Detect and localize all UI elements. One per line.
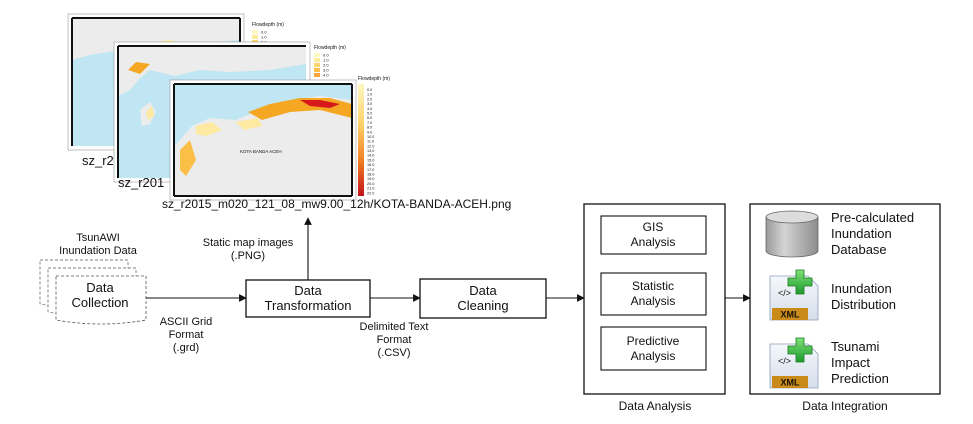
map-front-caption: sz_r2015_m020_121_08_mw9.00_12h/KOTA-BAN…	[162, 197, 511, 211]
svg-text:Pre-calculated: Pre-calculated	[831, 210, 914, 225]
data-cleaning-box: Data Cleaning	[419, 278, 547, 319]
source-subtitle: Inundation Data	[59, 245, 138, 257]
map-stack: Flowdepth (m) 0.0 1.0 2.0 sz_r20 Flowdep…	[67, 13, 511, 211]
source-data: TsunAWI Inundation Data Data Collection	[39, 232, 147, 325]
svg-text:Prediction: Prediction	[831, 371, 889, 386]
legend-value: 4.0	[323, 73, 329, 78]
map-back-legend: Flowdepth (m) 0.0 1.0 2.0	[252, 22, 284, 45]
svg-text:(.grd): (.grd)	[173, 342, 199, 354]
statistic-analysis-box: Statistic Analysis	[600, 272, 707, 316]
svg-text:Analysis: Analysis	[631, 294, 676, 308]
impact-label: Tsunami Impact Prediction	[831, 339, 889, 386]
svg-text:Format: Format	[377, 334, 412, 346]
data-analysis-panel: GIS Analysis Statistic Analysis Predicti…	[583, 203, 726, 413]
legend-value: 22.0	[367, 191, 374, 195]
xml-badge: XML	[781, 310, 801, 320]
legend-value: 17.0	[367, 168, 374, 172]
svg-text:Analysis: Analysis	[631, 235, 676, 249]
data-transformation-box: Data Transformation	[245, 279, 371, 318]
svg-text:Inundation: Inundation	[831, 226, 892, 241]
database-icon	[765, 210, 819, 258]
legend-value: 0.0	[367, 88, 372, 92]
map-place-label: KOTA BANDA ACEH	[240, 149, 282, 154]
legend-value: 19.0	[367, 177, 374, 181]
edge-label-png: Static map images (.PNG)	[203, 237, 294, 262]
map-front-legend: Flowdepth (m) 0.01.02.03.04.05.06.07.08.…	[358, 76, 390, 196]
map-mid-caption: sz_r201	[118, 175, 164, 190]
legend-value: 0.0	[261, 30, 267, 35]
svg-text:Tsunami: Tsunami	[831, 339, 880, 354]
svg-text:Analysis: Analysis	[631, 349, 676, 363]
map-front: KOTA BANDA ACEH Flowdepth (m) 0.01.02.03…	[162, 76, 511, 211]
legend-value: 0.0	[323, 53, 329, 58]
data-analysis-title: Data Analysis	[619, 399, 692, 413]
xml-file-icon: </> XML	[769, 269, 819, 321]
legend-value: 13.0	[367, 149, 374, 153]
svg-text:Distribution: Distribution	[831, 297, 896, 312]
legend-value: 1.0	[261, 35, 267, 40]
svg-text:Database: Database	[831, 242, 887, 257]
svg-text:Data: Data	[469, 283, 497, 298]
database-label: Pre-calculated Inundation Database	[831, 210, 914, 257]
legend-title: Flowdepth (m)	[314, 45, 346, 51]
svg-text:ASCII Grid: ASCII Grid	[160, 316, 213, 328]
svg-text:GIS: GIS	[643, 220, 664, 234]
edge-label-grd: ASCII Grid Format (.grd)	[160, 316, 213, 354]
legend-value: 12.0	[367, 144, 374, 148]
legend-value: 1.0	[367, 93, 372, 97]
source-title: TsunAWI	[76, 232, 120, 244]
legend-value: 20.0	[367, 182, 374, 186]
svg-text:Delimited Text: Delimited Text	[360, 321, 429, 333]
xml-file-icon: </> XML	[769, 337, 819, 389]
legend-value: 3.0	[367, 102, 372, 106]
predictive-analysis-box: Predictive Analysis	[600, 326, 707, 371]
legend-value: 3.0	[323, 68, 329, 73]
legend-value: 18.0	[367, 173, 374, 177]
svg-text:Cleaning: Cleaning	[457, 298, 508, 313]
legend-value: 14.0	[367, 154, 374, 158]
svg-text:(.CSV): (.CSV)	[378, 347, 411, 359]
legend-value: 1.0	[323, 58, 329, 63]
edge-label-csv: Delimited Text Format (.CSV)	[360, 321, 429, 359]
legend-value: 4.0	[367, 107, 372, 111]
flow-arrows	[146, 217, 751, 302]
legend-value: 21.0	[367, 187, 374, 191]
svg-text:Predictive: Predictive	[627, 334, 680, 348]
data-integration-title: Data Integration	[802, 399, 887, 413]
xml-badge: XML	[781, 378, 801, 388]
svg-text:Data: Data	[294, 283, 322, 298]
svg-text:Format: Format	[169, 329, 204, 341]
legend-value: 2.0	[367, 97, 372, 101]
legend-value: 5.0	[367, 111, 372, 115]
map-back-caption: sz_r20	[82, 153, 121, 168]
svg-text:Inundation: Inundation	[831, 281, 892, 296]
legend-value: 7.0	[367, 121, 372, 125]
code-brackets-icon: </>	[778, 288, 791, 298]
document-stack	[39, 259, 147, 325]
data-integration-panel: Pre-calculated Inundation Database </> X…	[749, 203, 941, 413]
code-brackets-icon: </>	[778, 356, 791, 366]
legend-value: 9.0	[367, 130, 372, 134]
svg-text:Statistic: Statistic	[632, 279, 674, 293]
distribution-label: Inundation Distribution	[831, 281, 896, 312]
legend-value: 6.0	[367, 116, 372, 120]
legend-title: Flowdepth (m)	[358, 76, 390, 82]
svg-text:Static map images: Static map images	[203, 237, 294, 249]
map-mid-legend: Flowdepth (m) 0.0 1.0 2.0 3.0 4.0	[314, 45, 346, 78]
svg-text:Transformation: Transformation	[265, 298, 352, 313]
legend-value: 10.0	[367, 135, 374, 139]
svg-text:Impact: Impact	[831, 355, 870, 370]
legend-value: 11.0	[367, 140, 374, 144]
collection-label: Collection	[71, 295, 128, 310]
legend-value: 16.0	[367, 163, 374, 167]
collection-label: Data	[86, 280, 114, 295]
legend-value: 2.0	[323, 63, 329, 68]
legend-value: 8.0	[367, 126, 372, 130]
svg-text:(.PNG): (.PNG)	[231, 250, 265, 262]
legend-value: 15.0	[367, 158, 374, 162]
gis-analysis-box: GIS Analysis	[600, 215, 707, 255]
legend-title: Flowdepth (m)	[252, 22, 284, 28]
